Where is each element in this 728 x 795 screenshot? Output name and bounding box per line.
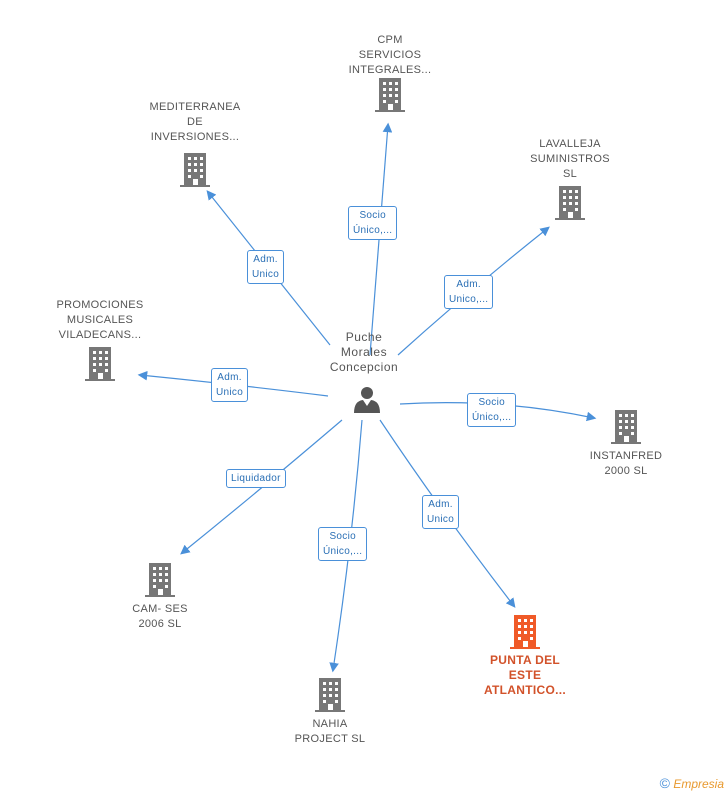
company-label-cpm: CPM SERVICIOS INTEGRALES... — [348, 34, 432, 76]
company-label-mediterranea: MEDITERRANEA DE INVERSIONES... — [149, 101, 241, 143]
company-node-nahia[interactable]: NAHIA PROJECT SL — [270, 678, 390, 747]
company-node-instanfred[interactable]: INSTANFRED 2000 SL — [566, 410, 686, 479]
company-node-mediterranea[interactable]: MEDITERRANEA DE INVERSIONES... — [135, 100, 255, 187]
center-person-label: Puche Morales Concepcion — [329, 330, 399, 374]
building-icon — [555, 186, 585, 220]
building-icon — [375, 78, 405, 112]
edge-camses — [180, 419, 343, 555]
building-icon — [315, 678, 345, 712]
building-icon — [85, 347, 115, 381]
company-label-promociones: PROMOCIONES MUSICALES VILADECANS... — [56, 299, 144, 341]
relation-label-nahia[interactable]: Socio Único,... — [318, 527, 368, 561]
building-icon — [611, 410, 641, 444]
company-node-camses[interactable]: CAM- SES 2006 SL — [100, 563, 220, 632]
relation-label-punta[interactable]: Adm. Unico — [422, 495, 460, 529]
relation-label-promociones[interactable]: Adm. Unico — [211, 368, 249, 402]
relation-label-camses[interactable]: Liquidador — [226, 469, 286, 488]
building-icon — [145, 563, 175, 597]
edge-cpm — [369, 122, 393, 356]
company-node-cpm[interactable]: CPM SERVICIOS INTEGRALES... — [330, 33, 450, 112]
company-label-lavalleja: LAVALLEJA SUMINISTROS SL — [530, 138, 610, 180]
copyright-icon: © — [659, 775, 670, 791]
relation-label-mediterranea[interactable]: Adm. Unico — [247, 250, 285, 284]
company-label-nahia: NAHIA PROJECT SL — [294, 718, 366, 745]
company-label-instanfred: INSTANFRED 2000 SL — [589, 450, 663, 477]
relation-label-cpm[interactable]: Socio Único,... — [348, 206, 398, 240]
relation-label-lavalleja[interactable]: Adm. Unico,... — [444, 275, 494, 309]
company-label-camses: CAM- SES 2006 SL — [132, 603, 188, 630]
person-icon[interactable] — [352, 384, 382, 419]
brand-logo[interactable]: © Empresia — [660, 775, 724, 791]
brand-name: Empresia — [673, 777, 724, 791]
building-icon — [180, 153, 210, 187]
company-label-punta: PUNTA DEL ESTE ATLANTICO... — [483, 653, 567, 697]
building-icon — [510, 615, 540, 649]
company-node-lavalleja[interactable]: LAVALLEJA SUMINISTROS SL — [510, 137, 630, 220]
relation-label-instanfred[interactable]: Socio Único,... — [467, 393, 517, 427]
company-node-punta[interactable]: PUNTA DEL ESTE ATLANTICO... — [465, 615, 585, 698]
company-node-promociones[interactable]: PROMOCIONES MUSICALES VILADECANS... — [40, 298, 160, 381]
